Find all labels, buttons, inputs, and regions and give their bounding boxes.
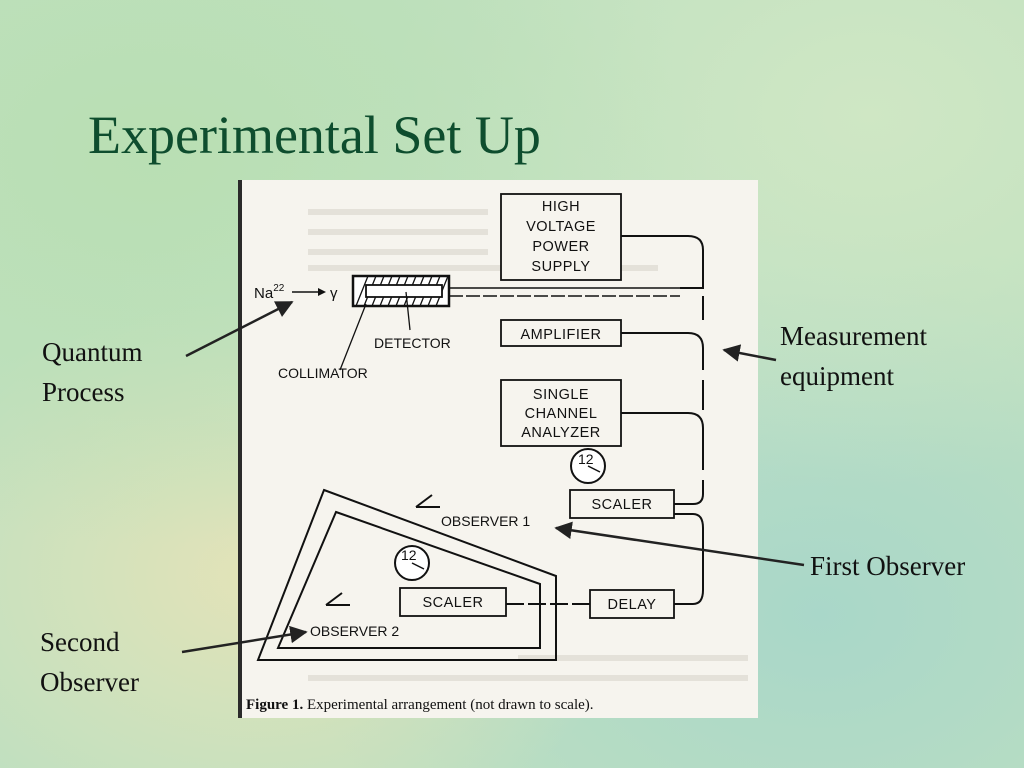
scaler2-box — [399, 587, 507, 617]
source-arrowhead — [318, 288, 326, 296]
observer1-label: OBSERVER 1 — [441, 513, 530, 529]
observer1-eye-icon — [415, 494, 440, 508]
detector-cable — [449, 287, 680, 297]
hv-line3: POWER — [532, 239, 589, 255]
detector-label: DETECTOR — [374, 335, 451, 351]
detector-assembly — [339, 274, 451, 371]
quantum-line2: Process — [42, 377, 125, 407]
high-voltage-supply-box — [500, 193, 622, 281]
amplifier-box — [500, 319, 622, 347]
gamma-label: γ — [330, 285, 338, 302]
observer2-eye-icon — [325, 592, 350, 606]
collimator-label: COLLIMATOR — [278, 365, 368, 381]
measurement-equipment-label: Measurement equipment — [780, 316, 927, 396]
clock1-label: 12 — [578, 451, 594, 467]
observer2-room-outer — [256, 488, 557, 661]
observer2-label: OBSERVER 2 — [310, 623, 399, 639]
delay-label: DELAY — [608, 597, 657, 613]
second-line1: Second — [40, 627, 120, 657]
clock2-icon: 12 — [394, 545, 430, 581]
amplifier-label: AMPLIFIER — [520, 327, 601, 343]
quantum-process-label: Quantum Process — [42, 332, 143, 412]
clock1-icon: 12 — [570, 448, 606, 484]
sca-line1: SINGLE — [533, 387, 589, 403]
second-observer-label: Second Observer — [40, 622, 139, 702]
source-label: Na22 — [254, 283, 285, 302]
caption-bold: Figure 1. — [246, 697, 304, 713]
experiment-figure: 12 12 HIGH VOLTAGE POWER SUPPLY AMPLIFIE… — [238, 180, 758, 718]
figure-caption: Figure 1. Experimental arrangement (not … — [246, 697, 594, 714]
hv-line2: VOLTAGE — [526, 219, 596, 235]
scaler1-label: SCALER — [591, 497, 652, 513]
scaler2-label: SCALER — [422, 595, 483, 611]
caption-text: Experimental arrangement (not drawn to s… — [306, 697, 594, 713]
second-line2: Observer — [40, 667, 139, 697]
sca-line2: CHANNEL — [525, 406, 598, 422]
quantum-line1: Quantum — [42, 337, 143, 367]
measurement-line1: Measurement — [780, 321, 927, 351]
observer2-room-inner — [276, 510, 541, 649]
schematic-diagram: 12 12 HIGH VOLTAGE POWER SUPPLY AMPLIFIE… — [254, 193, 748, 681]
hv-line4: SUPPLY — [531, 259, 590, 275]
measurement-line2: equipment — [780, 361, 894, 391]
slide-title: Experimental Set Up — [88, 105, 541, 165]
first-observer-label: First Observer — [810, 551, 966, 581]
hv-line1: HIGH — [542, 199, 580, 215]
sca-line3: ANALYZER — [521, 425, 600, 441]
clock2-label: 12 — [401, 547, 417, 563]
